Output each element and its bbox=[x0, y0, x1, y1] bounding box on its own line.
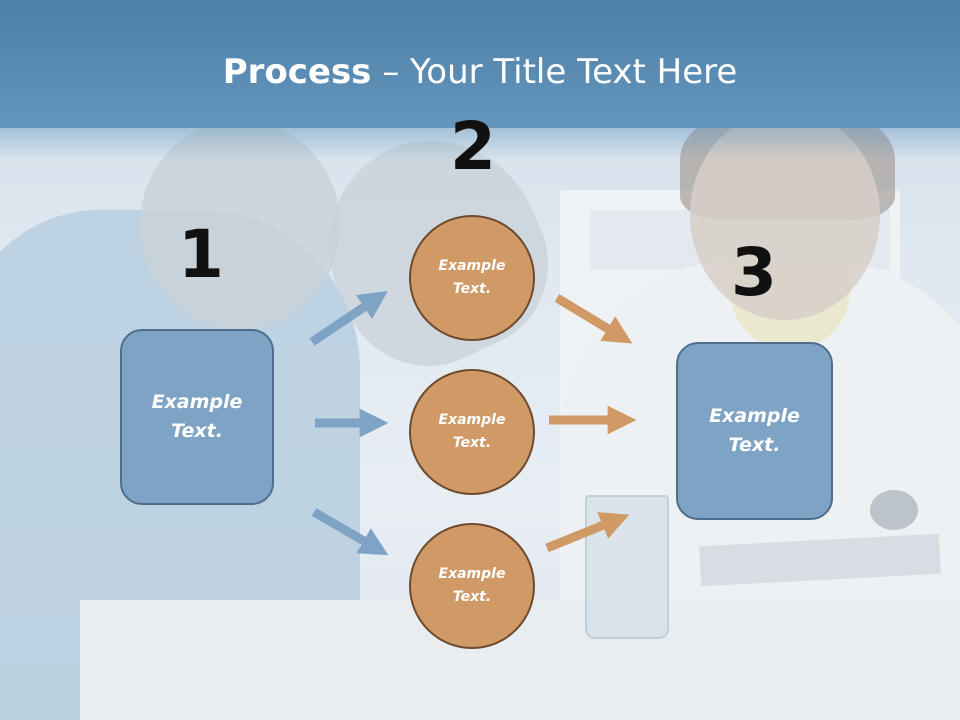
step-1-box[interactable]: Example Text. bbox=[120, 329, 274, 505]
step-number-1: 1 bbox=[178, 216, 224, 293]
arrow-blue-down bbox=[311, 508, 389, 556]
step-2-circle-top[interactable]: Example Text. bbox=[409, 215, 535, 341]
title-band-fade bbox=[0, 120, 960, 160]
arrow-orange-down bbox=[554, 294, 633, 344]
background-stethoscope bbox=[870, 490, 918, 530]
step-3-label: Example Text. bbox=[709, 405, 800, 456]
step-2-circle-middle[interactable]: Example Text. bbox=[409, 369, 535, 495]
step-2-circle-top-label: Example Text. bbox=[438, 258, 506, 297]
arrow-orange-up bbox=[545, 512, 630, 553]
slide-title-bold: Process bbox=[222, 52, 372, 92]
title-band bbox=[0, 0, 960, 128]
step-2-circle-bottom-label: Example Text. bbox=[438, 566, 506, 605]
step-1-label: Example Text. bbox=[151, 391, 243, 442]
slide-title-rest: – Your Title Text Here bbox=[371, 52, 738, 92]
arrow-blue-up bbox=[309, 290, 388, 346]
step-2-circle-bottom[interactable]: Example Text. bbox=[409, 523, 535, 649]
step-3-box[interactable]: Example Text. bbox=[676, 342, 833, 520]
step-number-3: 3 bbox=[731, 234, 777, 311]
step-number-2: 2 bbox=[450, 108, 496, 185]
slide-title: Process – Your Title Text Here bbox=[0, 52, 960, 92]
step-2-circle-middle-label: Example Text. bbox=[438, 412, 506, 451]
